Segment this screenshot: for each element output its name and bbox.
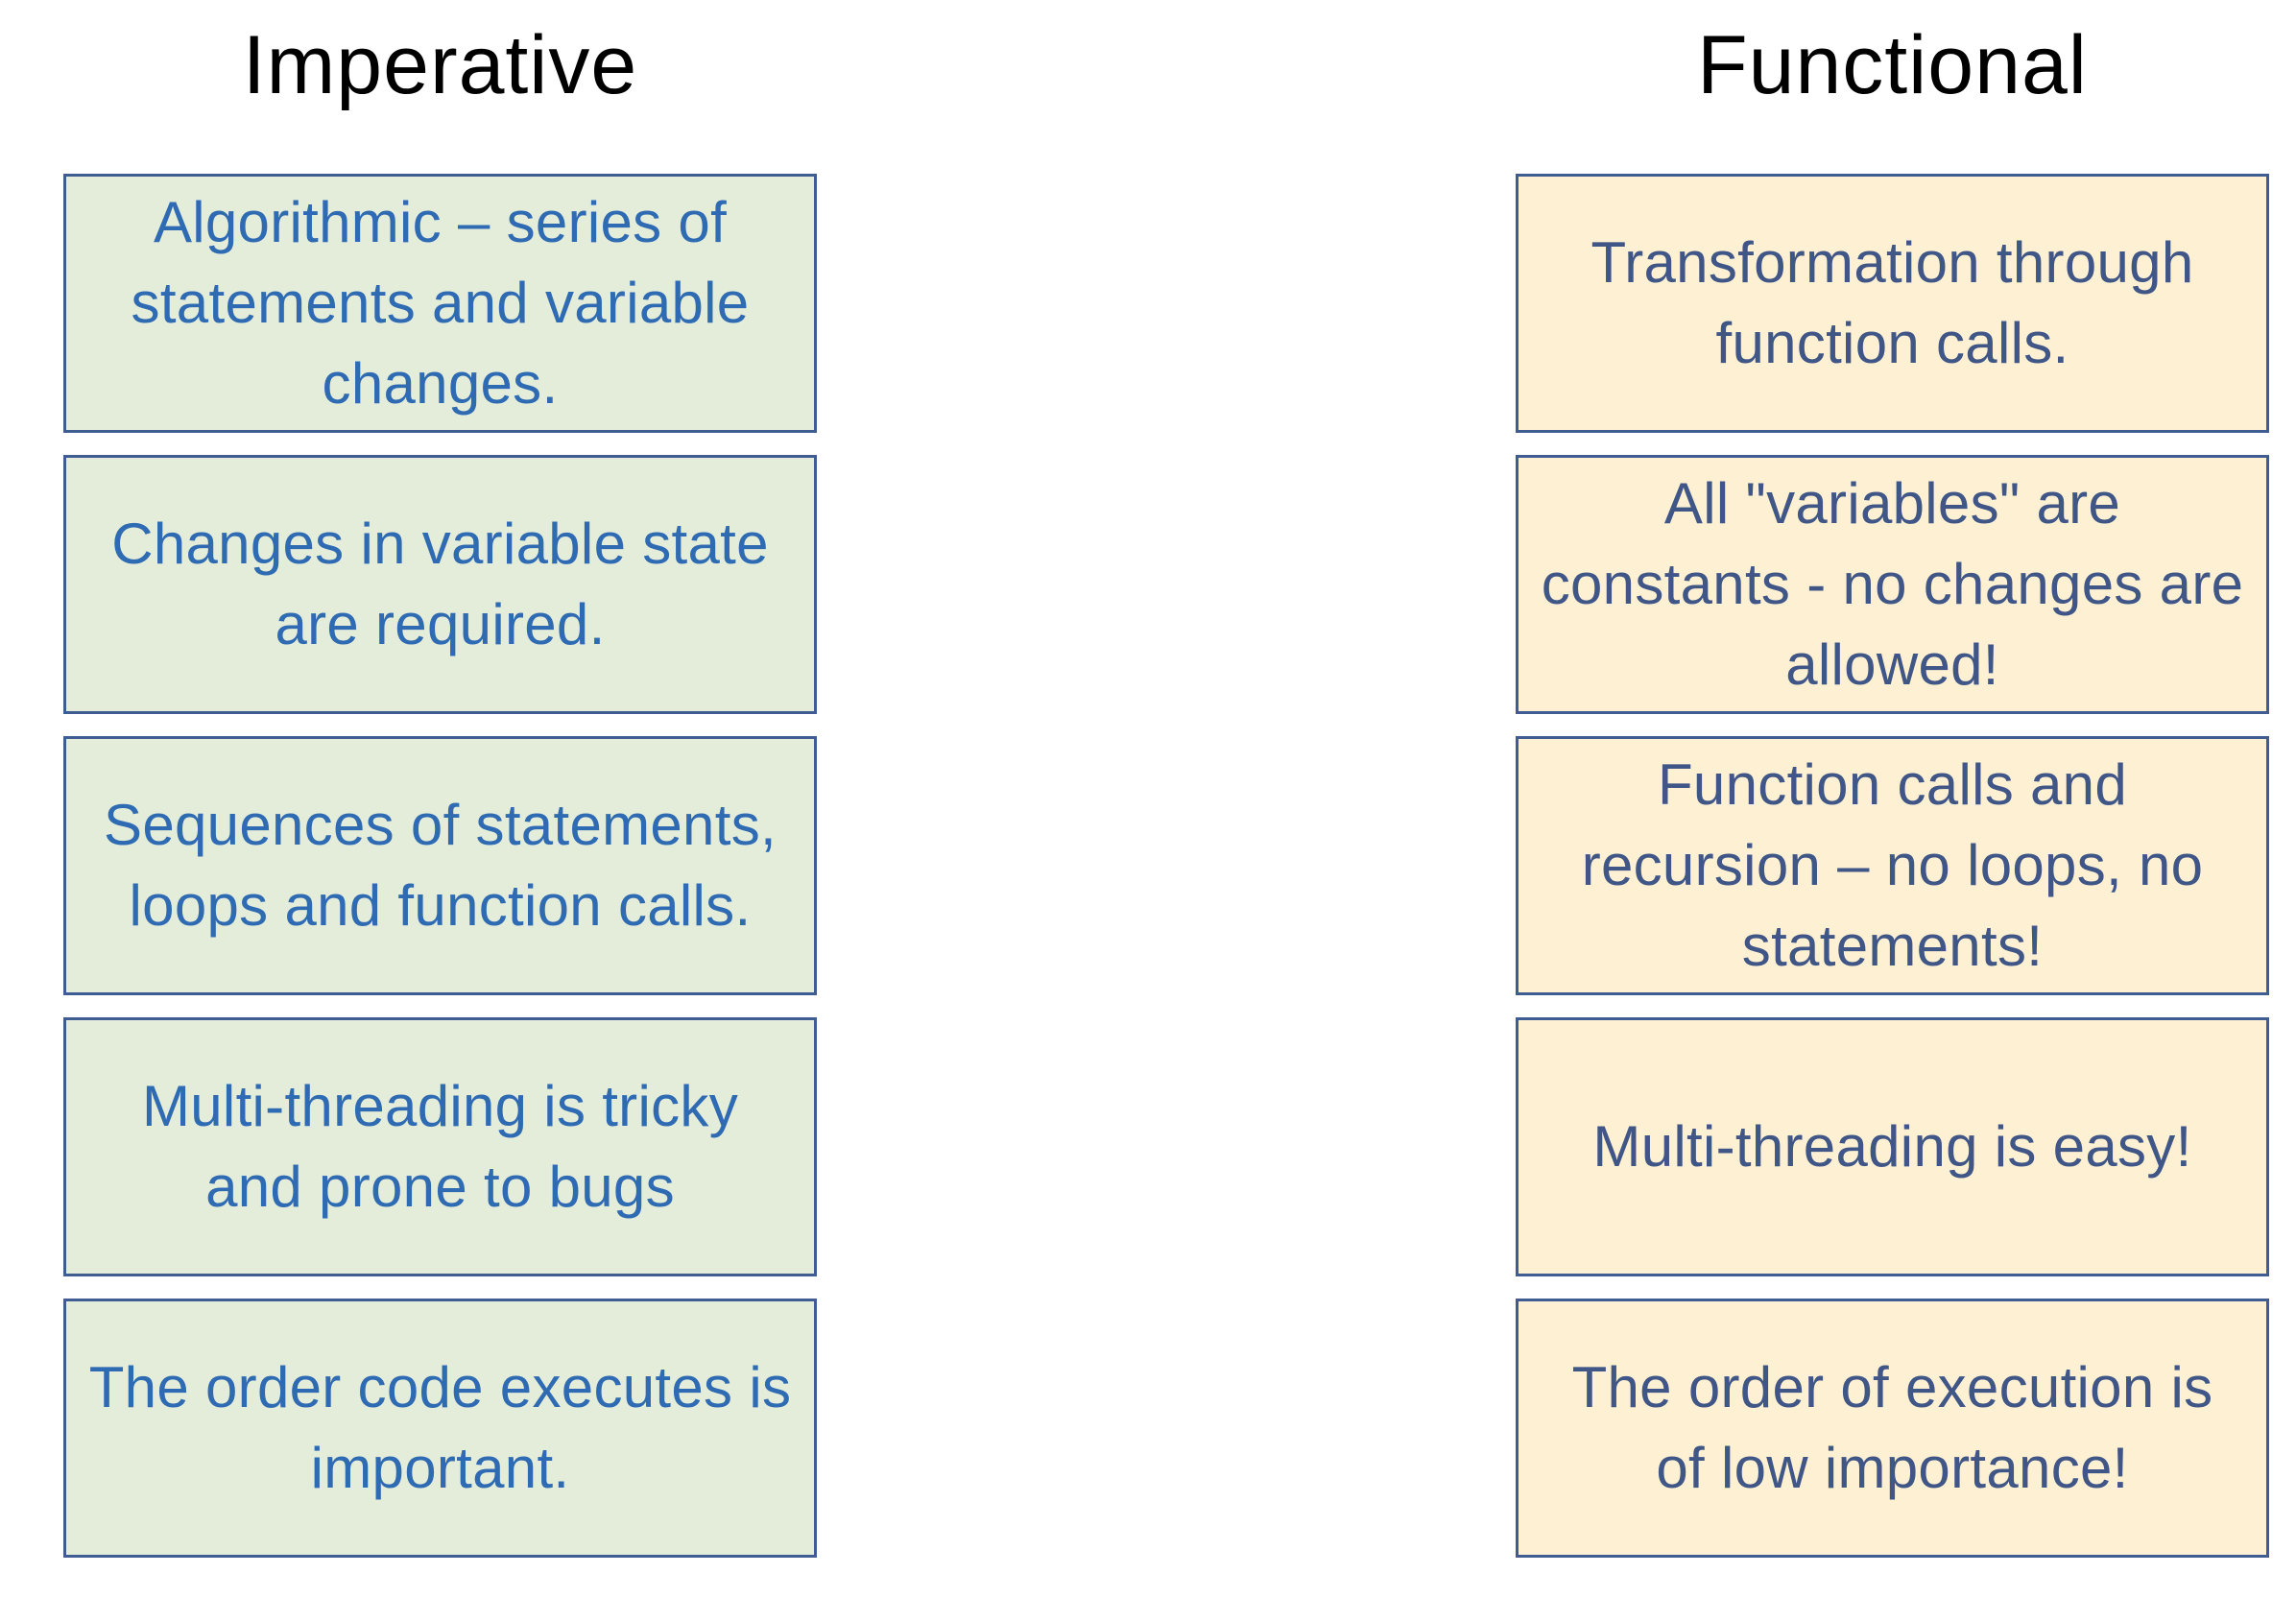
- functional-box-order: The order of execution is of low importa…: [1516, 1299, 2269, 1558]
- imperative-box-text: Changes in variable state are required.: [111, 512, 769, 656]
- imperative-heading: Imperative: [242, 19, 638, 111]
- imperative-box-order: The order code executes is important.: [63, 1299, 817, 1558]
- functional-box-transformation: Transformation through function calls.: [1516, 174, 2269, 433]
- imperative-box-state-changes: Changes in variable state are required.: [63, 455, 817, 714]
- functional-box-text: All "variables" are constants - no chang…: [1541, 471, 2244, 697]
- functional-box-text: The order of execution is of low importa…: [1571, 1355, 2213, 1500]
- imperative-box-text: Algorithmic – series of statements and v…: [131, 190, 750, 416]
- imperative-box-sequences: Sequences of statements, loops and funct…: [63, 736, 817, 995]
- functional-box-constants: All "variables" are constants - no chang…: [1516, 455, 2269, 714]
- imperative-box-text: The order code executes is important.: [88, 1355, 792, 1500]
- imperative-box-text: Sequences of statements, loops and funct…: [104, 793, 777, 938]
- functional-box-recursion: Function calls and recursion – no loops,…: [1516, 736, 2269, 995]
- functional-box-multithreading: Multi-threading is easy!: [1516, 1017, 2269, 1276]
- functional-box-text: Function calls and recursion – no loops,…: [1581, 752, 2204, 978]
- imperative-box-multithreading: Multi-threading is tricky and prone to b…: [63, 1017, 817, 1276]
- imperative-box-text: Multi-threading is tricky and prone to b…: [141, 1074, 738, 1219]
- functional-box-text: Multi-threading is easy!: [1592, 1114, 2192, 1179]
- functional-heading: Functional: [1697, 19, 2088, 111]
- imperative-box-algorithmic: Algorithmic – series of statements and v…: [63, 174, 817, 433]
- functional-box-text: Transformation through function calls.: [1590, 230, 2194, 375]
